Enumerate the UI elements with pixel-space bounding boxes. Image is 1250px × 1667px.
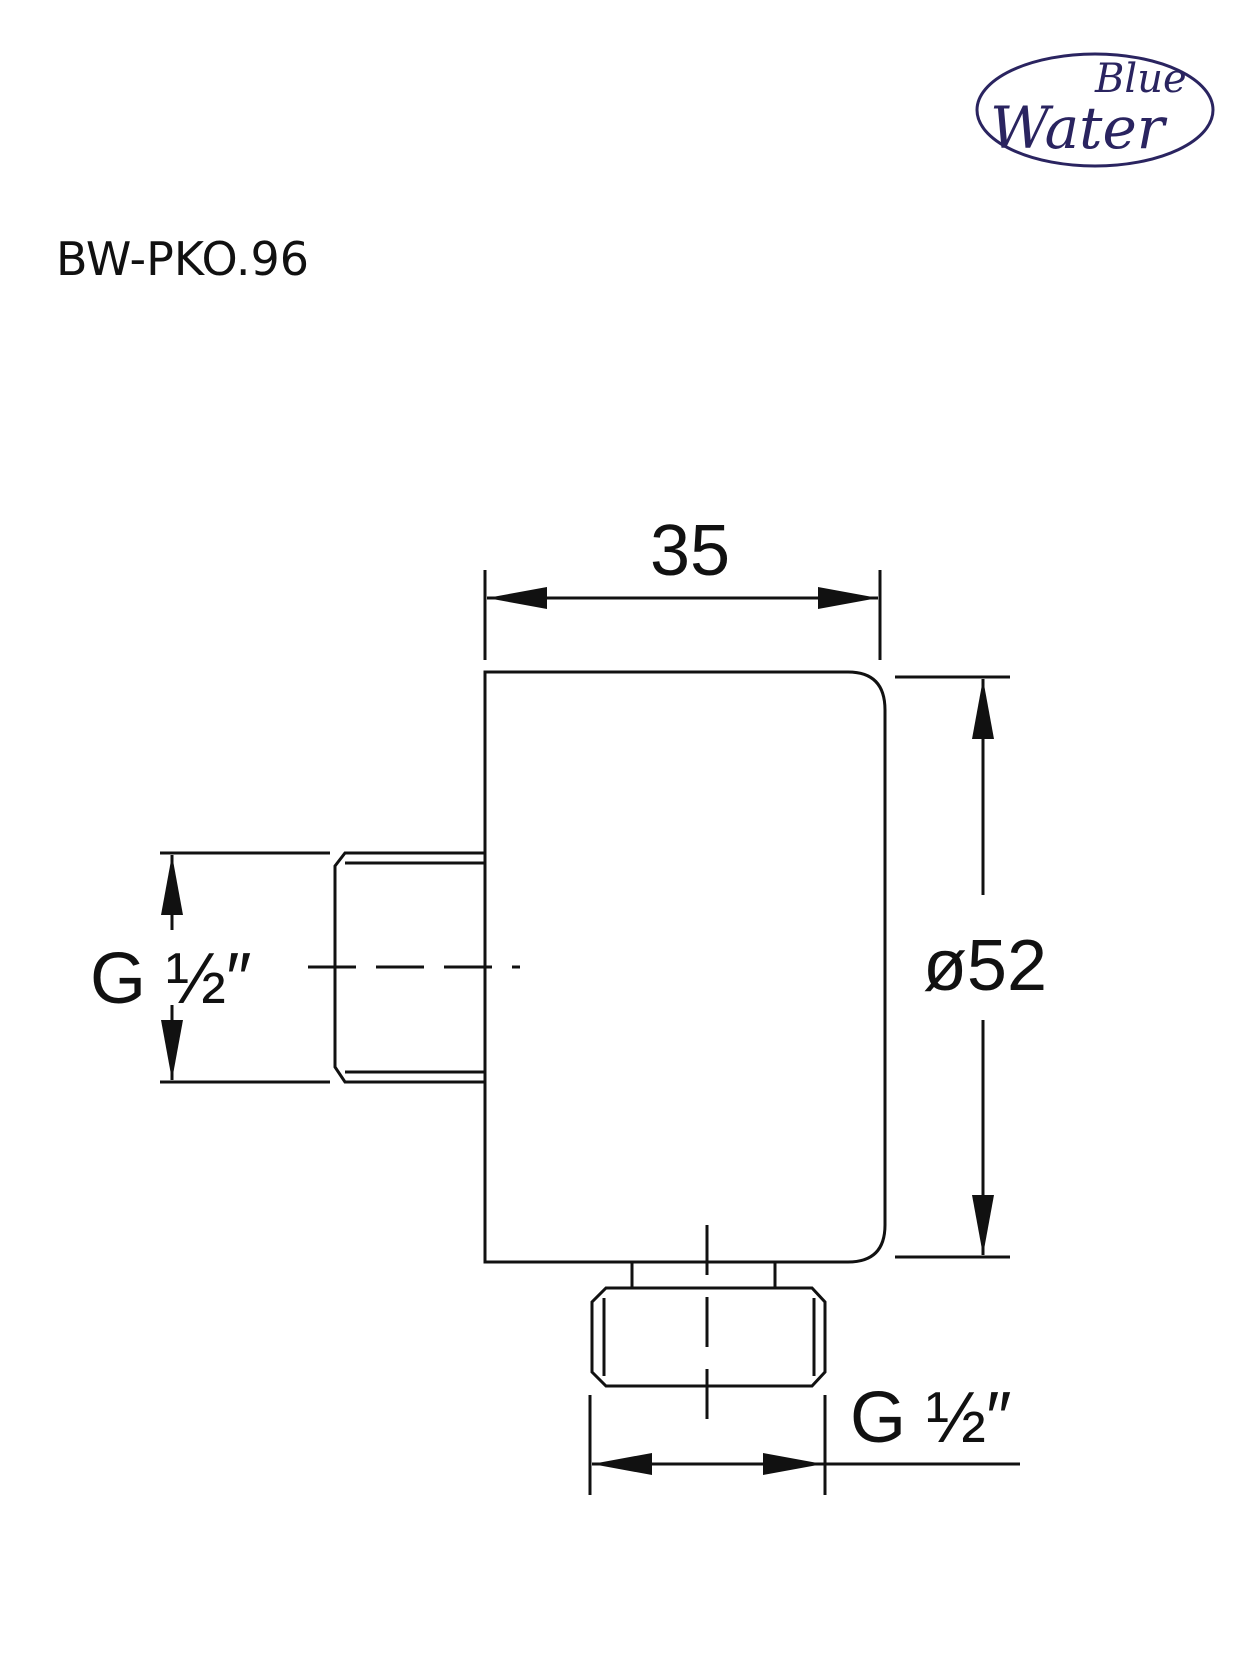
fitting-body (483, 670, 887, 1264)
center-lines (308, 965, 709, 1440)
logo-ellipse (975, 52, 1215, 168)
logo-word-blue: Blue (1094, 56, 1187, 102)
diameter-dimension (895, 675, 1010, 1259)
width-dimension (483, 570, 882, 660)
inlet-thread-label: G ½″ (90, 939, 252, 1019)
outlet-nut (590, 1262, 827, 1388)
model-code: BW-PKO.96 (56, 232, 309, 286)
outlet-thread-label: G ½″ (850, 1378, 1012, 1458)
width-label: 35 (650, 511, 730, 591)
logo-word-water: Water (990, 94, 1168, 162)
brand-logo: Blue Water (975, 52, 1215, 168)
outlet-thread-dimension (588, 1395, 1020, 1495)
diameter-label: ø52 (923, 926, 1047, 1006)
body-outline (483, 670, 887, 1264)
inlet-thread-dimension (160, 851, 330, 1084)
